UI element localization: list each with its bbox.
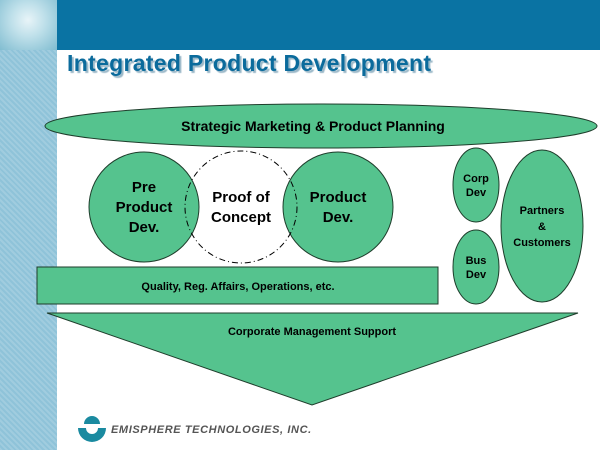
quality-label: Quality, Reg. Affairs, Operations, etc. [141,281,334,293]
partners-line-3: Customers [513,237,570,249]
header-photo [0,0,57,50]
bus-line-1: Bus [466,255,487,267]
partners-line-2: & [538,221,546,233]
partners-line-1: Partners [520,205,565,217]
svg-text:Partners&Customers: Partners & Customers [513,205,570,249]
corp-line-2: Dev [466,187,487,199]
proof-line-2: Concept [211,209,271,226]
corp-dev-ellipse [452,147,500,223]
product-dev-circle [282,151,394,263]
product-line-2: Dev. [323,209,354,226]
strategic-ellipse [44,103,598,149]
bus-dev-ellipse [452,229,500,305]
pre-line-2: Product [116,199,173,216]
pre-line-1: Pre [132,179,156,196]
quality-rect [36,266,439,305]
corporate-triangle [46,312,579,406]
company-name: EMISPHERE TECHNOLOGIES, INC. [111,424,312,436]
header-banner [0,0,600,50]
proof-line-1: Proof of [212,189,270,206]
product-line-1: Product [310,189,367,206]
partners-ellipse [500,149,584,303]
proof-of-concept-circle [184,150,298,264]
side-strip [0,50,57,450]
bus-line-2: Dev [466,269,487,281]
company-logo-icon [78,416,106,442]
strategic-label: Strategic Marketing & Product Planning [181,118,445,134]
page-title: Integrated Product Development [67,50,432,76]
pre-line-3: Dev. [129,219,160,236]
pre-product-circle [88,151,200,263]
corporate-label: Corporate Management Support [228,326,396,338]
corp-line-1: Corp [463,173,489,185]
